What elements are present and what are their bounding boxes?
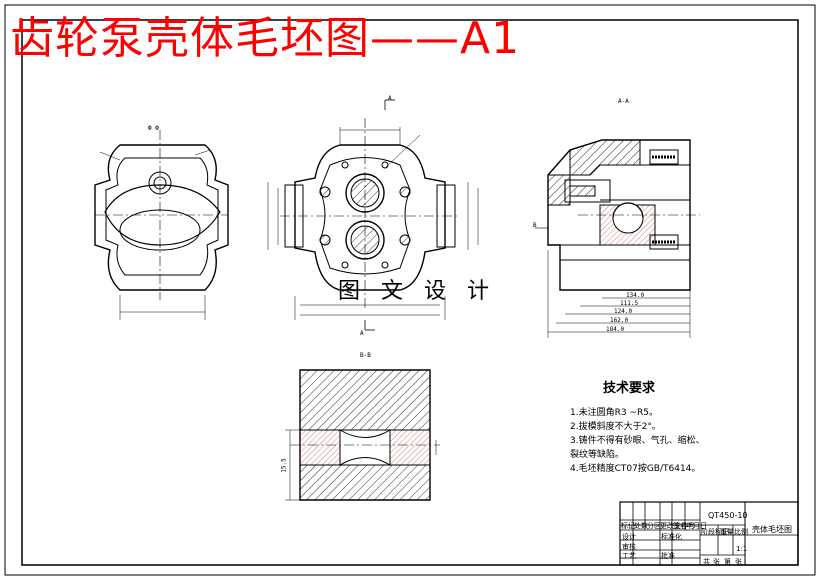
requirements-title: 技术要求	[603, 381, 656, 396]
requirement-item: 3.铸件不得有砂眼、气孔、缩松、	[570, 436, 705, 446]
sign-row-design: 设计	[622, 533, 636, 541]
approve-label: 批准	[661, 552, 675, 560]
arrow-label-b: B	[533, 222, 537, 229]
left-view-label: Ф Ф	[148, 125, 159, 132]
row-label-change-doc: 更改文件号	[660, 522, 695, 530]
sign-row-process: 工艺	[622, 552, 636, 560]
row-label-mark: 标记	[621, 522, 635, 530]
aa-dim-3: 124.0	[614, 308, 633, 315]
requirement-item: 裂纹等缺陷。	[570, 450, 625, 460]
front-view	[267, 99, 479, 331]
aa-dim-5: 184.0	[606, 326, 625, 333]
section-mark-a: A	[360, 330, 364, 337]
bb-dim: 15.5	[280, 458, 288, 473]
row-label-zone: 分区	[647, 522, 661, 530]
section-bb-label: B-B	[360, 352, 371, 359]
drawing-number: QT450-10	[708, 511, 748, 520]
row-label-sign: 签名	[673, 522, 687, 530]
requirement-item: 1.未注圆角R3 ~R5。	[570, 408, 658, 418]
sheet-unit-label: 张	[713, 558, 720, 566]
weight-label: 重量	[720, 528, 734, 536]
inner-border	[21, 19, 799, 566]
row-label-date: 年月日	[686, 522, 707, 530]
scale-value: 1:1	[736, 545, 748, 553]
row-label-count: 处数	[634, 522, 648, 530]
watermark-text: 图 文 设 计	[338, 279, 496, 304]
aa-dim-4: 162.0	[610, 317, 629, 324]
left-view	[94, 130, 229, 320]
aa-dim-2: 111.5	[620, 300, 639, 307]
section-bb-view	[285, 369, 440, 501]
sign-row-review: 审核	[622, 543, 636, 551]
banner-title: 齿轮泵壳体毛坯图——A1	[10, 13, 521, 64]
sheet-unit-label-2: 张	[735, 558, 742, 566]
std-label: 标准化	[661, 533, 682, 541]
scale-label: 比例	[734, 528, 748, 536]
outer-border	[4, 4, 816, 576]
sheet-total-label: 共	[703, 558, 710, 566]
stage-label: 阶段标记	[701, 528, 729, 536]
part-name: 壳体毛坯图	[752, 525, 792, 534]
section-aa-label: A-A	[618, 98, 629, 105]
aa-dim-1: 134.0	[626, 292, 645, 299]
sheet-index-label: 第	[724, 558, 731, 566]
requirement-item: 4.毛坯精度CT07按GB/T6414。	[570, 464, 701, 474]
requirement-item: 2.拔模斜度不大于2°。	[570, 422, 661, 432]
section-aa-view	[535, 139, 700, 338]
front-view-label: A	[388, 95, 392, 102]
title-block-grid	[619, 501, 799, 566]
